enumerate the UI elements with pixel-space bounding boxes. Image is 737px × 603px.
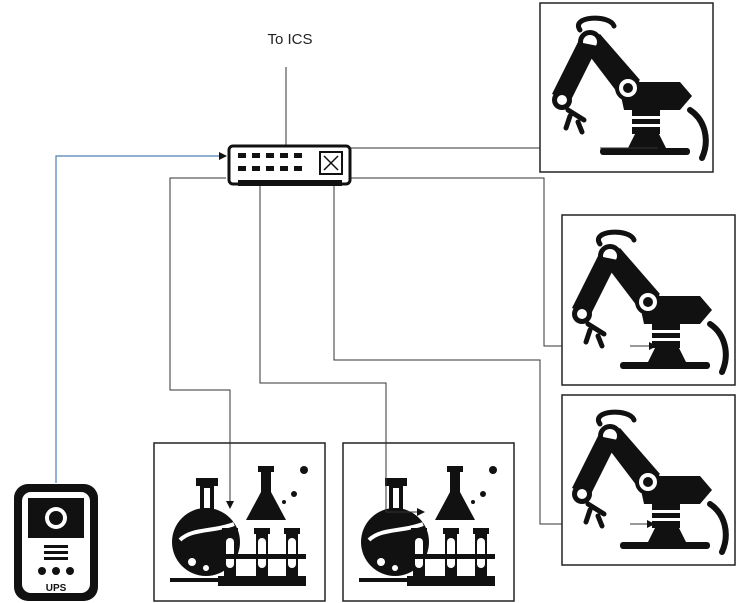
ups-battery-icon <box>14 484 98 601</box>
robot-arm-node-1 <box>539 2 714 173</box>
robot-arm-node-3 <box>561 394 736 566</box>
link-lab-1 <box>169 177 234 509</box>
lab-node-1 <box>153 442 326 602</box>
ups-power-line <box>55 152 227 483</box>
uplink-label: To ICS <box>267 31 312 48</box>
robot-arm-node-2 <box>561 214 736 386</box>
ups-label: UPS <box>46 583 67 594</box>
network-switch-icon <box>227 144 352 186</box>
lab-node-2 <box>342 442 515 602</box>
